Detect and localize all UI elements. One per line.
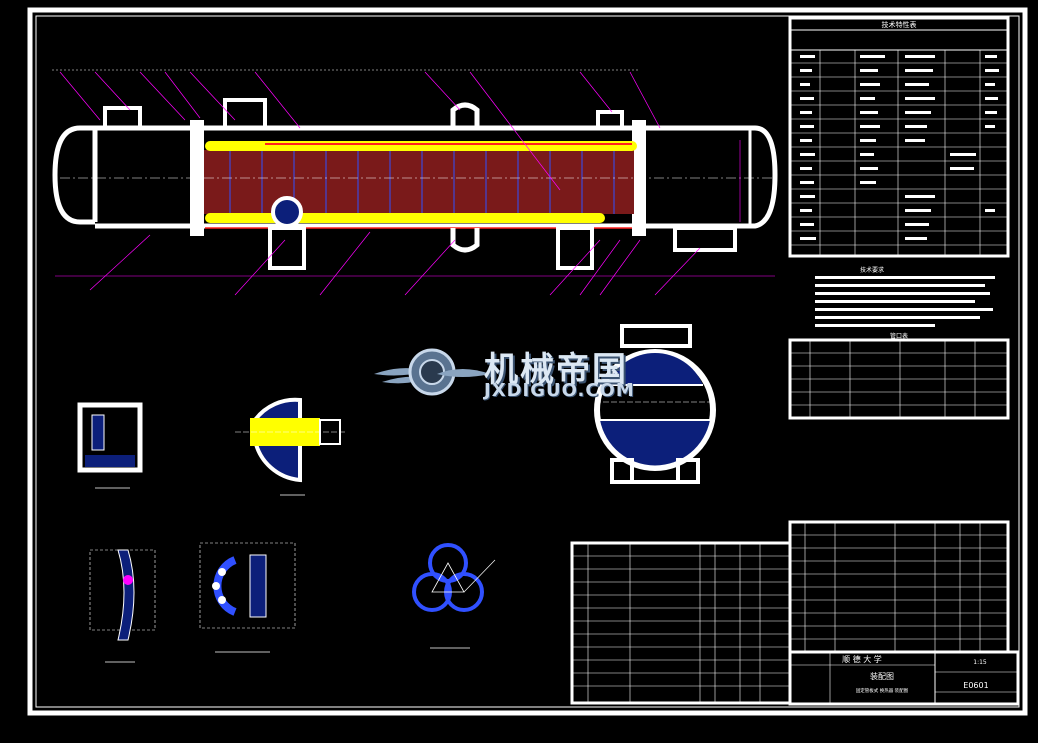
parts-list-right bbox=[788, 520, 1010, 654]
watermark-cn: 机械帝国 bbox=[484, 350, 628, 390]
nozzle-top-tube bbox=[223, 98, 267, 130]
detail-tube-layout bbox=[412, 543, 496, 649]
drawing-subtitle: 固定管板式 换热器 装配图 bbox=[856, 687, 909, 694]
watermark: 机械帝国 JXDIGUO.COM bbox=[372, 336, 672, 406]
parts-list-center bbox=[570, 541, 792, 705]
saddle-support-right bbox=[556, 226, 594, 270]
notes-title: 技术要求 bbox=[860, 266, 884, 274]
nozzle-top-left bbox=[103, 106, 142, 130]
drawing-title: 装配图 bbox=[870, 671, 894, 681]
tech-characteristics-table bbox=[788, 16, 1010, 258]
tech-table-cell-text: 技术特性表 bbox=[800, 20, 999, 240]
lower-tube bbox=[205, 213, 605, 223]
inlet-nozzle-circle bbox=[271, 196, 303, 228]
watermark-en: JXDIGUO.COM bbox=[484, 380, 635, 401]
saddle-support-left bbox=[268, 226, 306, 270]
detail-curved-weld bbox=[89, 549, 156, 663]
school-name: 顺 德 大 学 bbox=[842, 654, 882, 664]
detail-weld-section bbox=[235, 397, 345, 496]
upper-tube bbox=[205, 141, 637, 151]
tube-bundle bbox=[204, 150, 634, 214]
expansion-joint-top bbox=[450, 102, 480, 128]
nozzle-table-title: 管口表 bbox=[890, 332, 908, 340]
detail-flange-corner bbox=[77, 402, 143, 489]
title-block bbox=[788, 650, 1020, 706]
left-tubesheet bbox=[190, 120, 204, 236]
nozzle-table bbox=[788, 338, 1010, 420]
drawing-number: E0601 bbox=[963, 681, 988, 690]
right-head bbox=[745, 125, 778, 229]
drawing-scale: 1:15 bbox=[973, 659, 987, 666]
detail-gasket-ring bbox=[199, 542, 296, 653]
leader-lines bbox=[59, 71, 701, 296]
main-exchanger-view bbox=[52, 69, 780, 296]
left-head bbox=[52, 125, 95, 225]
watermark-gear-icon bbox=[374, 348, 490, 396]
nozzle-top-right bbox=[596, 110, 624, 130]
tech-table-title: 技术特性表 bbox=[882, 20, 917, 29]
nozzle-bottom-right bbox=[673, 226, 737, 252]
technical-notes: 技术要求 bbox=[815, 266, 995, 327]
drawing-outer-border bbox=[27, 7, 1028, 716]
expansion-joint-bottom bbox=[450, 228, 480, 253]
baffle-lines bbox=[229, 150, 615, 214]
drawing-inner-border bbox=[35, 15, 1020, 708]
cross-section-view bbox=[594, 324, 716, 484]
